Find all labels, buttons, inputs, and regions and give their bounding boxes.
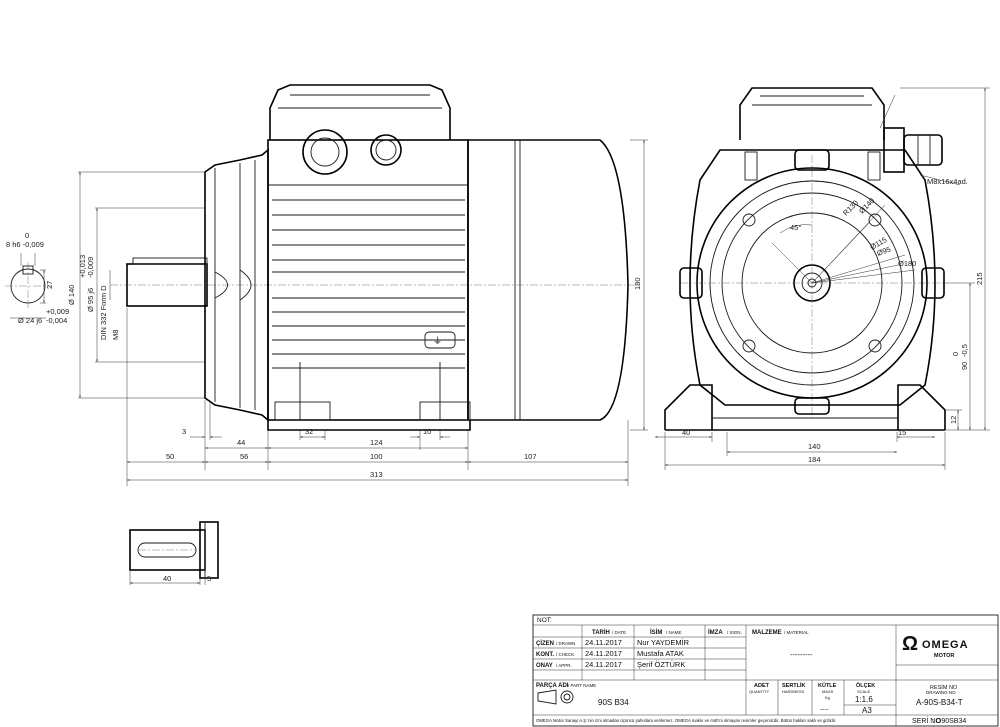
row-appr-role-en: / APPR. xyxy=(556,663,572,668)
shaft-tol-upper: +0,009 xyxy=(46,307,69,316)
col-name-header-en: / NAME xyxy=(666,630,682,635)
dim-44-label: 44 xyxy=(237,438,245,447)
qty-label-en: QUANTITY xyxy=(749,689,770,694)
shaft-key-tolerance-label: 8 h6 -0,009 xyxy=(6,240,44,249)
shaft-tol-lower: -0,004 xyxy=(46,316,67,325)
gland-thread-label: M8x16x4ad. xyxy=(927,177,968,186)
earth-terminal xyxy=(424,331,456,349)
side-dim-90-tol2: -0,5 xyxy=(960,344,969,357)
hardness-label-en: HARDNESS xyxy=(782,689,805,694)
row-appr-date: 24.11.2017 xyxy=(585,660,622,669)
dim-100-label: 100 xyxy=(370,452,383,461)
mass-label-en: MASS xyxy=(822,689,834,694)
omega-logo: Ω OMEGA MOTOR xyxy=(902,633,969,659)
note-label: NOT: xyxy=(537,617,552,624)
row-check-role-en: / CHECK xyxy=(556,652,574,657)
hardness-label: SERTLİK xyxy=(782,682,806,689)
side-dim-184-label: 184 xyxy=(808,455,821,464)
height-180-label: 180 xyxy=(633,277,642,290)
shaft-end-view: 0 8 h6 -0,009 27 Ø 24 j6 +0,009 -0,004 xyxy=(5,231,69,325)
side-dim-215-label: 215 xyxy=(975,272,984,285)
qty-label: ADET xyxy=(754,683,770,689)
angle-label: 45° xyxy=(790,223,801,232)
key-width-label: 5 xyxy=(207,574,211,583)
key-detail: 40 5 xyxy=(129,521,219,585)
dim-50-label: 50 xyxy=(166,452,174,461)
front-horizontal-dims: 3 44 32 124 10 50 56 100 107 313 xyxy=(126,308,629,486)
dim-107-label: 107 xyxy=(524,452,537,461)
mass-value: ---- xyxy=(820,706,829,713)
dim-56-label: 56 xyxy=(240,452,248,461)
side-dim-15-label: 15 xyxy=(898,428,906,437)
drawing-no-label: RESİM NO xyxy=(930,684,958,691)
din-standard-label: DIN 332 Form D xyxy=(99,285,108,340)
row-drawn-date: 24.11.2017 xyxy=(585,638,622,647)
cooling-fins xyxy=(272,199,465,369)
shaft-key-top-label: 0 xyxy=(25,231,29,240)
row-appr-role: ONAY xyxy=(536,663,553,669)
side-dim-90-label: 90 xyxy=(960,362,969,370)
cable-gland xyxy=(302,129,348,175)
spigot-diameter-label: Ø 95 j6 xyxy=(86,288,95,312)
col-date-header: TARİH xyxy=(592,629,610,636)
motor-side-view: M8x16x4ad. R130 Ø140 45° Ø115 Ø95 Ø180 4… xyxy=(655,87,990,470)
title-block: NOT: TARİH / DATE İSİM / NAME İMZA / SIG… xyxy=(532,614,999,727)
row-appr-name: Şerif ÖZTÜRK xyxy=(637,660,685,669)
side-dim-90-tol: 0 xyxy=(951,352,960,356)
logo-sub-text: MOTOR xyxy=(934,653,954,659)
thread-label: M8 xyxy=(111,330,120,340)
side-dim-140-label: 140 xyxy=(808,442,821,451)
row-drawn-role-en: / DRAWN xyxy=(556,641,575,646)
serial-label: SERİ NO xyxy=(912,716,941,725)
part-name-value: 90S B34 xyxy=(598,698,629,707)
side-dim-12-label: 12 xyxy=(949,416,958,424)
col-sign-header-en: / SIGN. xyxy=(727,630,742,635)
shaft-key-height-label: 27 xyxy=(45,281,54,289)
row-check-role: KONT. xyxy=(536,652,554,658)
footer-note: OMEGA Motor Sanayi A.Ş.'nin izni olmadan… xyxy=(536,718,836,723)
motor-front-view: Ø 140 Ø 95 j6 +0,013 -0,009 DIN 332 Form… xyxy=(67,84,648,486)
material-header: MALZEME xyxy=(752,630,782,636)
dim-313-label: 313 xyxy=(370,470,383,479)
shaft-diameter-label: Ø 24 j6 xyxy=(18,316,42,325)
scale-label-en: SCALE xyxy=(857,689,870,694)
omega-logo-icon: Ω xyxy=(902,633,918,655)
scale-label: ÖLÇEK xyxy=(856,682,875,689)
flange-diameter-label: Ø 140 xyxy=(67,285,76,305)
row-check-date: 24.11.2017 xyxy=(585,649,622,658)
mass-label: KÜTLE xyxy=(818,682,837,689)
col-sign-header: İMZA xyxy=(708,629,723,636)
col-name-header: İSİM xyxy=(650,629,662,636)
dim-3-label: 3 xyxy=(182,427,186,436)
part-name-label: PARÇA ADI xyxy=(536,683,569,689)
dim-32-label: 32 xyxy=(305,427,313,436)
scale-value: 1:1.6 xyxy=(855,695,873,704)
svg-text:⏚: ⏚ xyxy=(433,336,442,347)
d180-side-label: Ø180 xyxy=(898,259,916,268)
spigot-tol-lower: -0,009 xyxy=(86,257,95,278)
dim-10-label: 10 xyxy=(423,427,431,436)
logo-main-text: OMEGA xyxy=(922,639,969,651)
col-date-header-en: / DATE xyxy=(612,630,626,635)
mass-unit: Kg xyxy=(825,695,830,700)
row-drawn-name: Nur YAYDEMİR xyxy=(637,638,690,647)
row-drawn-role: ÇİZEN xyxy=(536,640,554,647)
serial-value: : O90SB34 xyxy=(932,718,966,725)
material-header-en: / MATERIAL xyxy=(784,630,809,635)
gland-hole xyxy=(370,134,402,166)
part-name-label-en: / PART NAME xyxy=(568,683,596,688)
drawing-no-label-en: DRAWING NO xyxy=(926,690,956,695)
row-check-name: Mustafa ATAK xyxy=(637,649,684,658)
key-length-label: 40 xyxy=(163,574,171,583)
projection-symbol-icon xyxy=(537,689,574,705)
dim-124-label: 124 xyxy=(370,438,383,447)
material-value: --------- xyxy=(790,650,813,659)
spigot-tol-upper: +0,013 xyxy=(78,255,87,278)
side-dim-40-label: 40 xyxy=(682,428,690,437)
side-cable-gland xyxy=(903,134,943,166)
d140-side-label: Ø140 xyxy=(857,196,876,215)
drawing-no-value: A-90S-B34-T xyxy=(916,698,963,707)
paper-size: A3 xyxy=(862,706,872,715)
